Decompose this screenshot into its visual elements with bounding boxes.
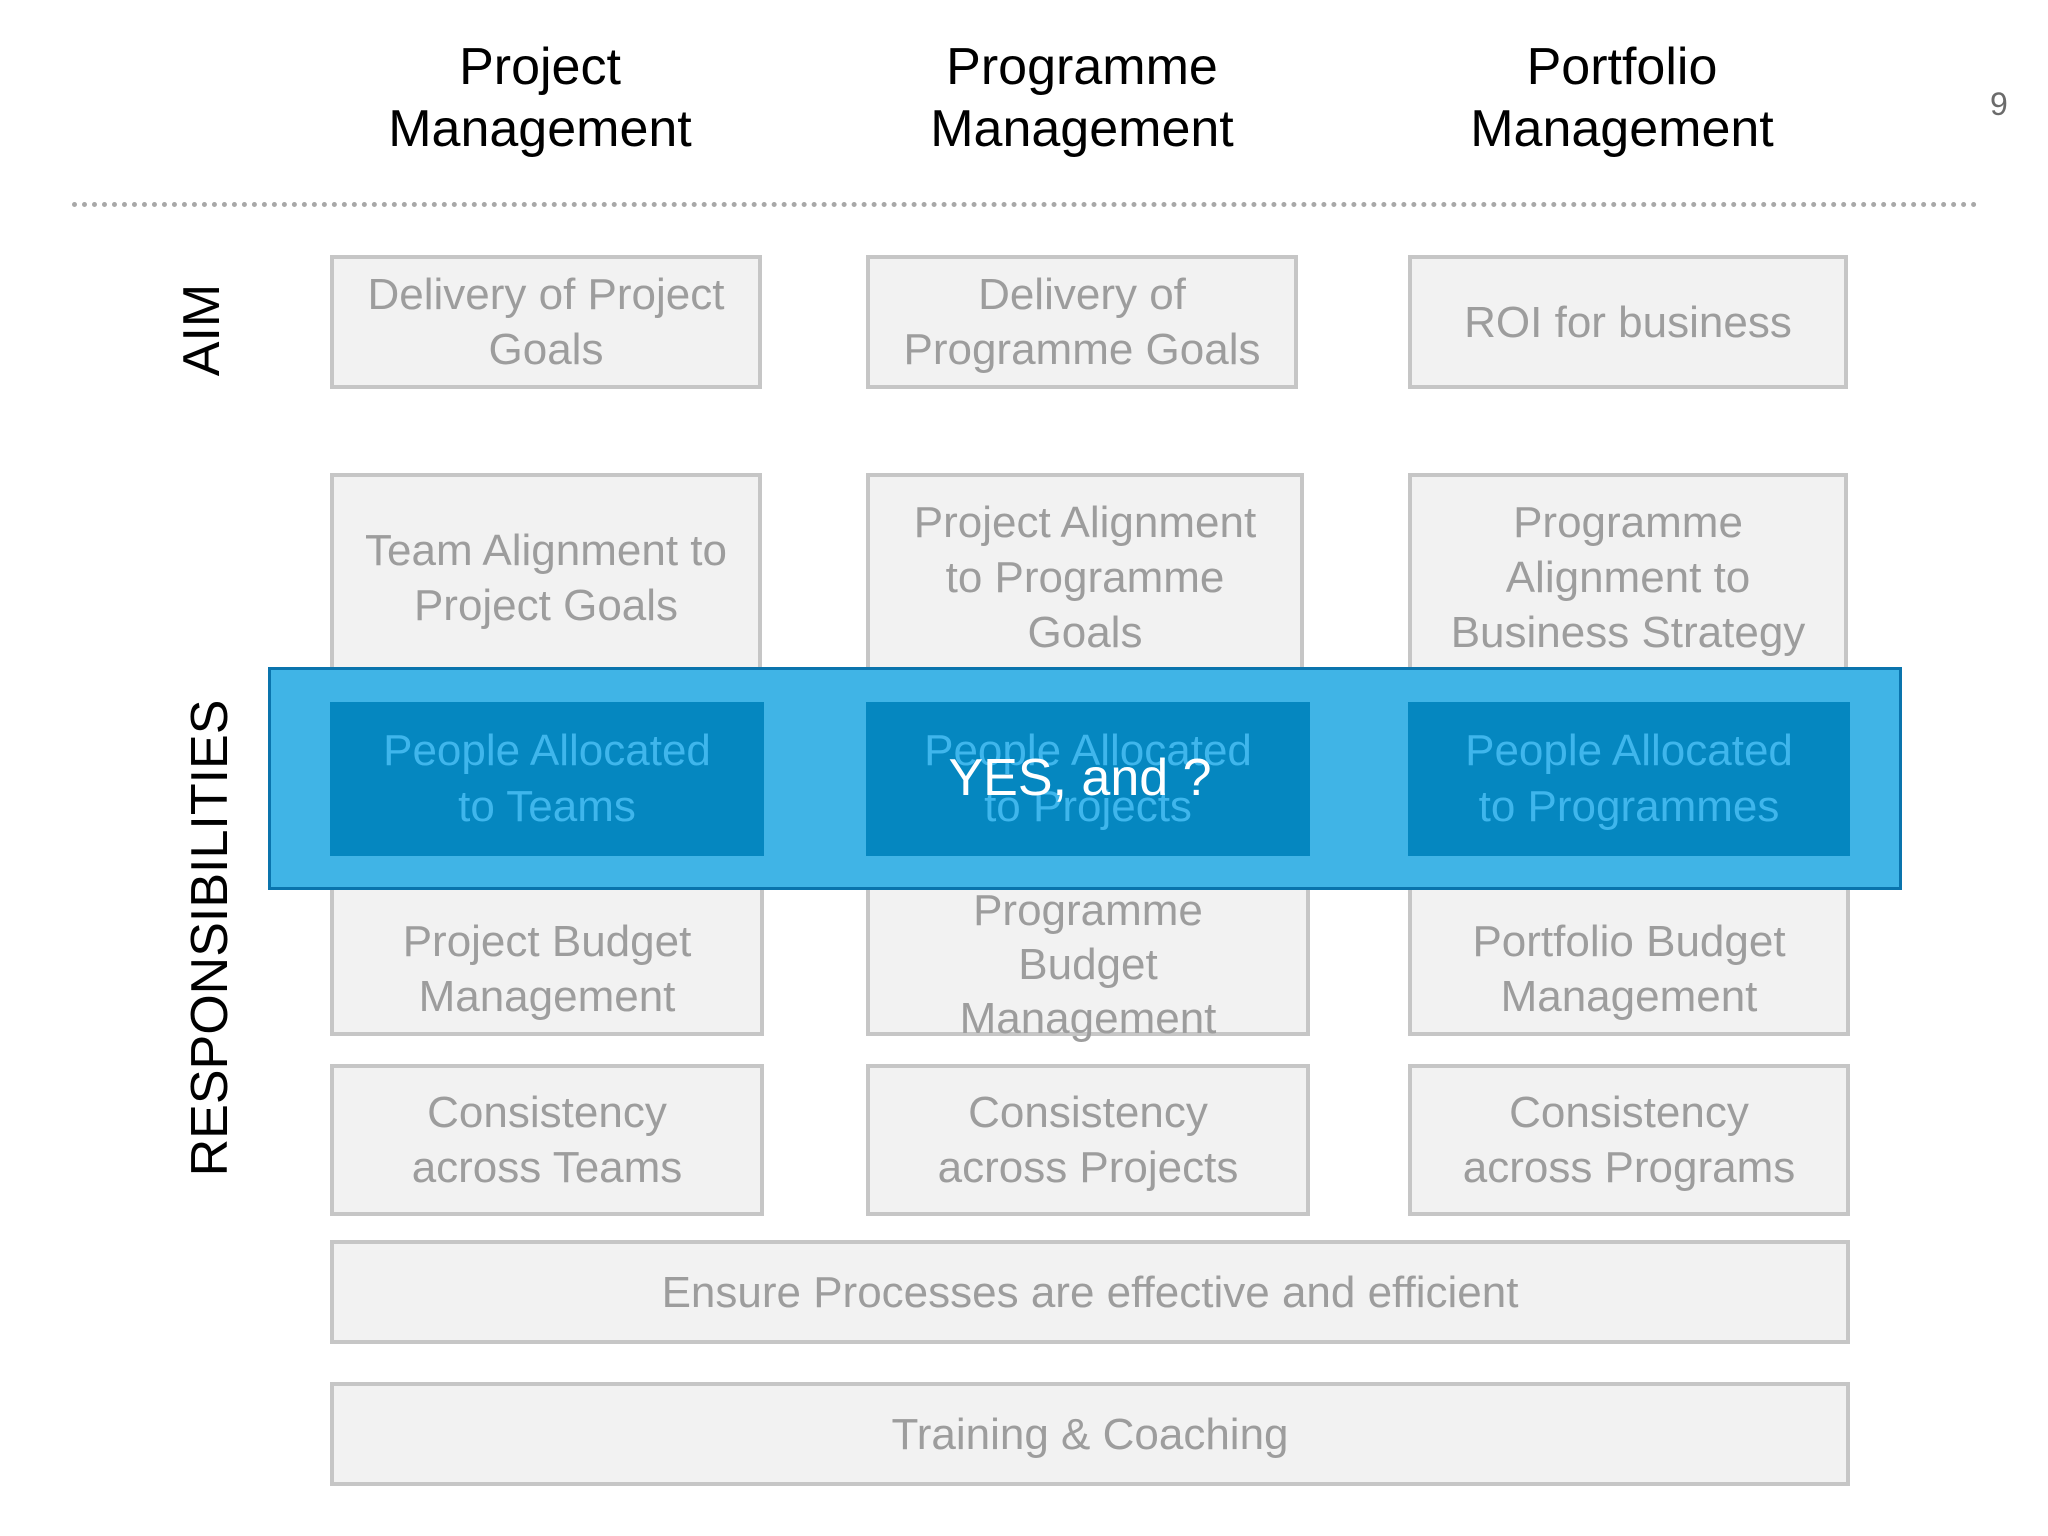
row-label-aim: AIM bbox=[173, 283, 231, 377]
consistency-box-portfolio: Consistency across Programs bbox=[1408, 1064, 1850, 1216]
column-header-project: Project Management bbox=[388, 38, 692, 158]
processes-box: Ensure Processes are effective and effic… bbox=[330, 1240, 1850, 1344]
aim-box-programme: Delivery of Programme Goals bbox=[866, 255, 1298, 389]
people-box-programme: People Allocated to Projects bbox=[866, 702, 1310, 856]
alignment-box-programme: Project Alignment to Programme Goals bbox=[866, 473, 1304, 673]
band-overlay-text: YES, and ? bbox=[948, 749, 1212, 807]
alignment-box-project: Team Alignment to Project Goals bbox=[330, 473, 762, 673]
aim-box-portfolio: ROI for business bbox=[1408, 255, 1848, 389]
header-divider bbox=[72, 202, 1978, 207]
training-box: Training & Coaching bbox=[330, 1382, 1850, 1486]
page-number: 9 bbox=[1990, 86, 2008, 122]
budget-box-project: Project Budget Management bbox=[330, 880, 764, 1036]
budget-box-programme: Programme Budget Management bbox=[866, 880, 1310, 1043]
budget-box-portfolio: Portfolio Budget Management bbox=[1408, 880, 1850, 1036]
people-box-project: People Allocated to Teams bbox=[330, 702, 764, 856]
column-header-programme: Programme Management bbox=[930, 38, 1234, 158]
consistency-box-programme: Consistency across Projects bbox=[866, 1064, 1310, 1216]
alignment-box-portfolio: Programme Alignment to Business Strategy bbox=[1408, 473, 1848, 673]
people-box-portfolio: People Allocated to Programmes bbox=[1408, 702, 1850, 856]
row-label-responsibilities: RESPONSIBILITIES bbox=[181, 699, 239, 1177]
aim-box-project: Delivery of Project Goals bbox=[330, 255, 762, 389]
consistency-box-project: Consistency across Teams bbox=[330, 1064, 764, 1216]
column-header-portfolio: Portfolio Management bbox=[1470, 38, 1774, 158]
